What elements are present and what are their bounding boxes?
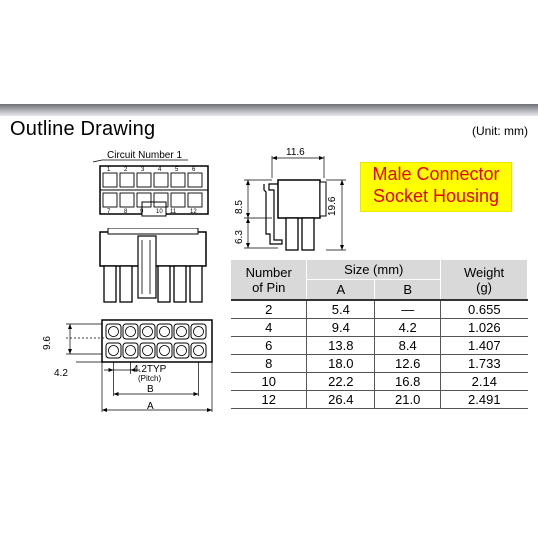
table-row: 12 26.4 21.0 2.491 — [231, 390, 528, 409]
callout-line-2: Socket Housing — [372, 186, 500, 206]
cell-pins: 12 — [231, 390, 308, 409]
dim-total-label: 19.6 — [327, 196, 338, 216]
front-view-drawing — [99, 228, 207, 303]
header-weight-line: Weight — [463, 264, 505, 280]
unit-label: (Unit: mm) — [472, 124, 528, 138]
header-weight-unit: (g) — [476, 279, 492, 295]
bottom-view-drawing — [66, 319, 213, 412]
dim-height-label: 9.6 — [42, 336, 53, 350]
cell-pins: 10 — [231, 372, 308, 391]
cell-b: 21.0 — [374, 390, 442, 409]
dimension-table: Number of Pin Size (mm) Weight (g) A B 2… — [231, 260, 528, 409]
header-of-pin-line: of Pin — [252, 279, 286, 295]
cell-pins: 4 — [231, 318, 308, 337]
cell-b: 12.6 — [374, 354, 442, 373]
dim-offset-label: 4.2 — [54, 368, 68, 379]
top-pin-label: 5 — [175, 167, 179, 173]
product-callout: Male Connector Socket Housing — [360, 162, 512, 212]
cell-pins: 2 — [231, 299, 308, 319]
cell-pins: 8 — [231, 354, 308, 373]
cell-a: 9.4 — [306, 318, 376, 337]
cell-weight: 2.491 — [440, 390, 528, 409]
cell-b: 4.2 — [374, 318, 442, 337]
cell-a: 5.4 — [306, 299, 376, 319]
header-b: B — [374, 279, 442, 300]
bottom-pin-label: 10 — [156, 209, 163, 215]
cell-weight: 0.655 — [440, 299, 528, 319]
cell-weight: 1.733 — [440, 354, 528, 373]
table-row: 2 5.4 — 0.655 — [231, 299, 528, 319]
top-pin-label: 2 — [124, 167, 128, 173]
header-weight: Weight (g) — [440, 260, 528, 300]
bottom-pin-label: 12 — [190, 209, 197, 215]
cell-weight: 1.026 — [440, 318, 528, 337]
bottom-pin-label: 7 — [107, 209, 111, 215]
top-pin-label: 1 — [107, 167, 111, 173]
header-a: A — [306, 279, 376, 300]
callout-line-1: Male Connector — [372, 164, 500, 184]
cell-b: 8.4 — [374, 336, 442, 355]
bottom-pin-label: 11 — [170, 209, 177, 215]
dim-lower-label: 6.3 — [234, 230, 245, 244]
header-number-of-pin: Number of Pin — [231, 260, 308, 300]
cell-weight: 2.14 — [440, 372, 528, 391]
page-title: Outline Drawing — [10, 118, 156, 140]
dim-width-label: 11.6 — [286, 147, 305, 158]
dim-upper-label: 8.5 — [234, 200, 245, 214]
top-view-drawing: 1 2 3 4 5 6 7 8 9 11 12 10 — [92, 159, 209, 217]
cell-pins: 6 — [231, 336, 308, 355]
header-band — [0, 104, 538, 116]
cell-a: 26.4 — [306, 390, 376, 409]
cell-a: 22.2 — [306, 372, 376, 391]
cell-b: — — [374, 299, 442, 319]
bottom-pin-label: 9 — [140, 209, 144, 215]
dim-b-label: B — [147, 384, 154, 395]
table-row: 4 9.4 4.2 1.026 — [231, 318, 528, 337]
top-pin-label: 4 — [158, 167, 162, 173]
bottom-pin-label: 8 — [124, 209, 128, 215]
cell-a: 18.0 — [306, 354, 376, 373]
dim-a-label: A — [147, 401, 154, 412]
table-row: 10 22.2 16.8 2.14 — [231, 372, 528, 391]
circuit-number-label: Circuit Number 1 — [107, 150, 183, 161]
side-view-drawing — [244, 156, 346, 251]
dim-pitch-label: 4.2TYP — [133, 364, 167, 375]
top-pin-label: 6 — [192, 167, 196, 173]
header-number-line: Number — [245, 264, 292, 280]
cell-a: 13.8 — [306, 336, 376, 355]
table-row: 8 18.0 12.6 1.733 — [231, 354, 528, 373]
header-size: Size (mm) — [306, 260, 442, 280]
table-row: 6 13.8 8.4 1.407 — [231, 336, 528, 355]
dim-pitch-note: (Pitch) — [138, 374, 162, 383]
cell-b: 16.8 — [374, 372, 442, 391]
top-pin-label: 3 — [141, 167, 145, 173]
cell-weight: 1.407 — [440, 336, 528, 355]
